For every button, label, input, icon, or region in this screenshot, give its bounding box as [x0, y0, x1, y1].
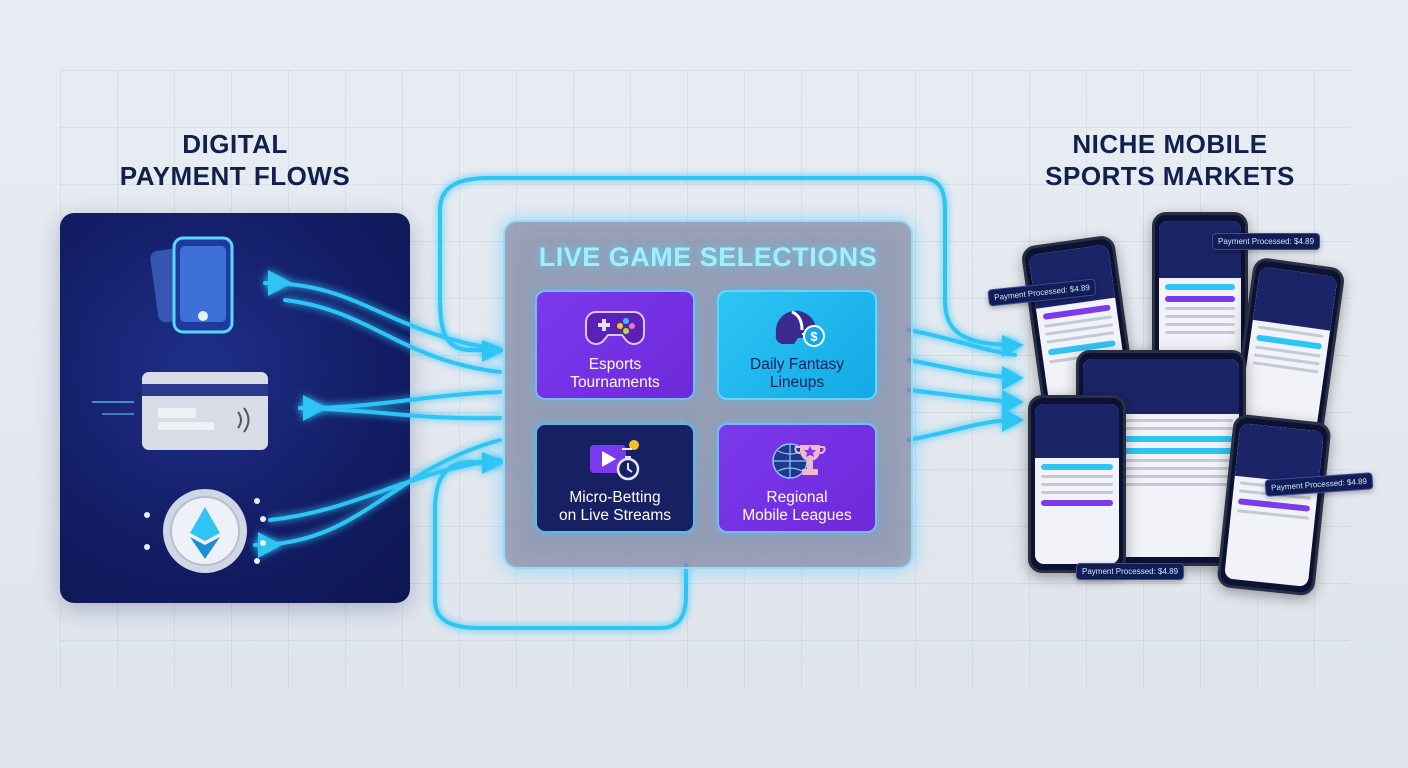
tile-daily-fantasy-lineups[interactable]: $ Daily Fantasy Lineups	[717, 290, 877, 400]
svg-text:$: $	[810, 329, 818, 344]
arrow-phone	[268, 270, 292, 296]
flow-card-1	[298, 390, 502, 410]
sports-markets-title: NICHE MOBILE SPORTS MARKETS	[1045, 129, 1295, 191]
tile-label: Regional Mobile Leagues	[742, 489, 852, 524]
tile-label: Esports Tournaments	[570, 356, 660, 391]
credit-card-icon	[92, 372, 268, 450]
flow-card-2	[298, 406, 502, 421]
gamepad-icon	[537, 304, 693, 350]
phone-mockup	[1216, 413, 1332, 597]
flow-phone-2	[283, 298, 502, 374]
tile-label: Micro-Betting on Live Streams	[559, 489, 671, 524]
payment-flows-title: DIGITAL PAYMENT FLOWS	[119, 129, 351, 191]
arrow-hub-bottom	[482, 452, 506, 474]
video-stopwatch-icon	[537, 437, 693, 483]
arrow-hub-top	[482, 340, 506, 362]
arrow-coin	[258, 532, 282, 558]
hub-title: LIVE GAME SELECTIONS	[538, 242, 878, 272]
payment-toast: Payment Processed: $4.89	[1212, 233, 1321, 250]
arrow-out-3	[1002, 390, 1024, 414]
globe-trophy-icon	[719, 437, 875, 483]
tile-regional-mobile-leagues[interactable]: Regional Mobile Leagues	[717, 423, 877, 533]
tile-esports-tournaments[interactable]: Esports Tournaments	[535, 290, 695, 400]
arrow-out-4	[1002, 408, 1024, 432]
arrow-out-1	[1002, 335, 1024, 357]
flow-top-loop	[438, 176, 1017, 352]
phone-mockup	[1028, 395, 1126, 573]
arrow-card	[303, 395, 327, 421]
flow-out-3	[907, 388, 1017, 404]
smartphone-icon	[150, 236, 234, 334]
flow-out-2	[907, 358, 1017, 380]
football-helmet-dollar-icon: $	[719, 304, 875, 350]
flow-out-4	[907, 418, 1017, 442]
tile-micro-betting[interactable]: Micro-Betting on Live Streams	[535, 423, 695, 533]
arrow-out-2	[1002, 366, 1024, 390]
ethereum-coin-icon	[144, 489, 266, 573]
flow-bottom-loop	[433, 460, 688, 630]
flow-coin-1	[253, 438, 502, 547]
flow-phone-1	[263, 281, 502, 352]
payment-toast: Payment Processed: $4.89	[1076, 563, 1185, 580]
tile-label: Daily Fantasy Lineups	[750, 356, 844, 391]
flow-coin-2	[268, 458, 502, 522]
